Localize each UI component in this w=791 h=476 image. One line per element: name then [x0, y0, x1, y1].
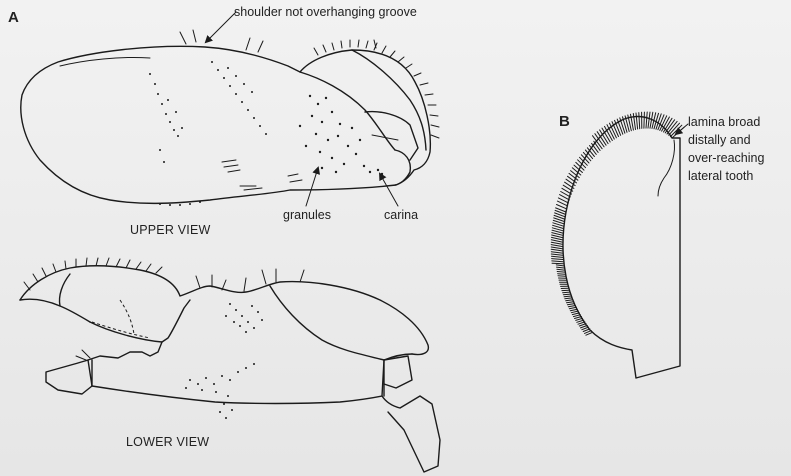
panel-letter-a: A: [8, 9, 19, 26]
lamina-seta: [646, 112, 647, 128]
lower-view-drawing: [20, 258, 440, 472]
lamina-seta: [556, 265, 563, 266]
lamina-seta: [578, 322, 585, 324]
lamina-seta: [551, 249, 562, 251]
lamina-seta: [571, 311, 578, 313]
carina-annotation: carina: [380, 174, 418, 222]
upper-view-label: UPPER VIEW: [130, 223, 211, 237]
lamina-seta: [558, 274, 565, 275]
lamina-seta: [551, 245, 562, 247]
svg-text:lateral tooth: lateral tooth: [688, 169, 753, 183]
lamina-seta: [552, 261, 563, 262]
lamina-seta: [552, 235, 563, 238]
lamina-seta: [568, 306, 575, 307]
lamina-seta: [557, 272, 564, 273]
lamina-seta: [551, 242, 562, 244]
upper-view-drawing: [21, 30, 439, 206]
lamina-seta: [552, 256, 563, 257]
lamina-seta: [570, 309, 577, 311]
lamina-seta: [567, 304, 574, 305]
lamina-seta: [572, 313, 579, 315]
lamina-seta: [592, 143, 599, 152]
lamina-seta: [551, 252, 562, 253]
svg-text:granules: granules: [283, 208, 331, 222]
lamina-seta: [552, 263, 563, 264]
lamina-seta: [573, 315, 580, 317]
lamina-seta: [575, 317, 582, 319]
lamina-seta: [639, 113, 640, 129]
lamina-seta: [552, 237, 563, 240]
lamina-seta: [644, 112, 645, 128]
lamina-seta: [551, 240, 562, 242]
lamina-drawing: [551, 112, 684, 378]
lamina-seta: [580, 157, 588, 165]
lamina-seta: [636, 113, 638, 129]
lamina-seta: [564, 296, 571, 297]
shoulder-annotation: shoulder not overhanging groove: [206, 5, 417, 42]
lamina-seta: [563, 294, 570, 295]
lamina-seta: [569, 307, 576, 309]
svg-text:carina: carina: [384, 208, 418, 222]
lamina-seta: [567, 302, 574, 303]
svg-text:over-reaching: over-reaching: [688, 151, 764, 165]
lamina-seta: [579, 324, 586, 326]
lamina-seta: [551, 254, 562, 255]
lamina-seta: [551, 247, 562, 249]
lamina-seta: [565, 298, 572, 299]
lamina-seta: [576, 318, 583, 320]
lamina-seta: [648, 112, 650, 128]
lamina-annotation: lamina broad distally and over-reaching …: [676, 115, 764, 183]
lamina-seta: [557, 267, 564, 268]
svg-text:shoulder not overhanging groov: shoulder not overhanging groove: [234, 5, 417, 19]
lamina-seta: [577, 320, 584, 322]
granules-annotation: granules: [283, 168, 331, 222]
lower-view-label: LOWER VIEW: [126, 435, 209, 449]
panel-letter-b: B: [559, 113, 570, 130]
svg-text:lamina broad: lamina broad: [688, 115, 760, 129]
lamina-seta: [552, 259, 563, 260]
lamina-seta: [578, 160, 586, 168]
lamina-seta: [557, 269, 564, 270]
lamina-seta: [563, 292, 570, 293]
svg-text:distally and: distally and: [688, 133, 751, 147]
lamina-seta: [566, 300, 573, 301]
lamina-seta: [594, 141, 600, 150]
